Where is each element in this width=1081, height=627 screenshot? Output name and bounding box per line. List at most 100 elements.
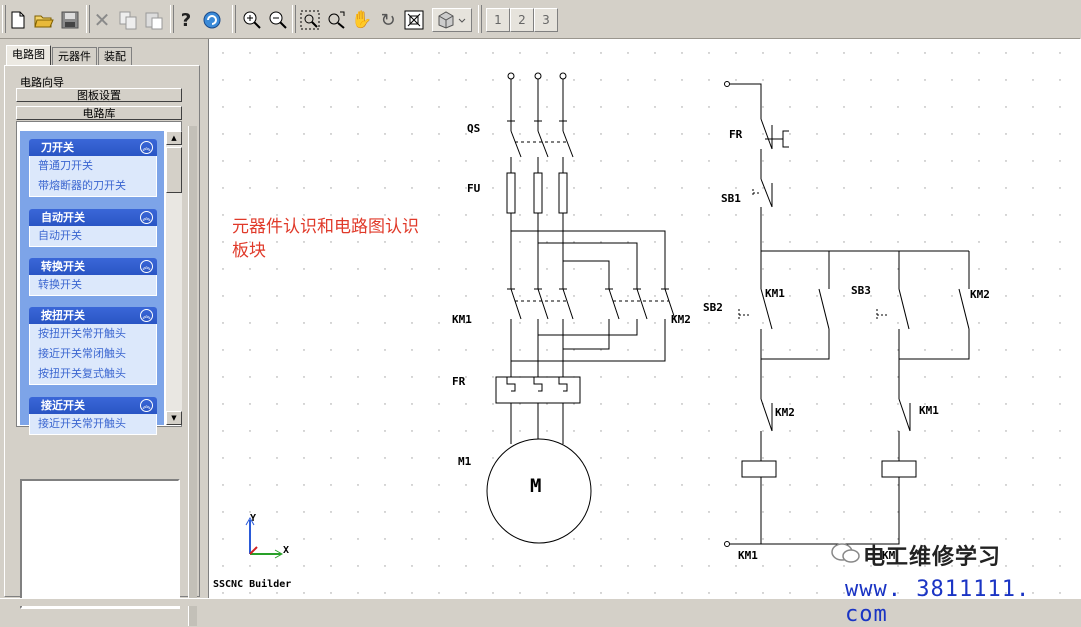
toolbar: ✕ ? ✋ ↻ 1 2 3 [0, 0, 1080, 39]
drawing-canvas[interactable]: QS FU KM1 KM2 FR M1 M FR SB1 SB2 KM1 SB3… [208, 39, 1081, 627]
builder-footer: SSCNC Builder [213, 579, 292, 590]
tab-assembly[interactable]: 装配 [98, 47, 132, 65]
collapse-icon[interactable]: ︽ [140, 211, 153, 224]
sb1-button [760, 178, 773, 208]
list-item[interactable]: 接近开关常闭触头 [38, 347, 126, 360]
annotation-line-2: 板块 [232, 241, 266, 261]
component-icon[interactable] [432, 8, 472, 32]
label-qs: QS [467, 122, 480, 135]
group-header[interactable]: 接近开关 ︽ [29, 397, 157, 414]
annotation-line-1: 元器件认识和电路图认识 [232, 217, 419, 237]
list-item[interactable]: 接近开关常开触头 [38, 417, 126, 430]
list-item[interactable]: 自动开关 [38, 229, 82, 242]
group-title: 自动开关 [41, 211, 85, 224]
copy-icon[interactable] [116, 8, 140, 32]
toolbar-grip [2, 5, 6, 33]
group-proximity-switch: 接近开关 ︽ 接近开关常开触头 [29, 397, 157, 435]
left-panel: 电路图 元器件 装配 电路向导 图板设置 电路库 刀开关 ︽ 普通刀开关 带熔断器… [0, 39, 205, 626]
toolbar-sep [170, 5, 174, 33]
zoom-out-icon[interactable] [266, 8, 290, 32]
help-icon[interactable]: ? [180, 9, 192, 31]
panel-scrollbar[interactable] [188, 126, 197, 626]
open-folder-icon[interactable] [32, 8, 56, 32]
pan-icon[interactable]: ✋ [351, 10, 373, 30]
label-km2-interlock: KM2 [775, 406, 795, 419]
scroll-thumb[interactable] [166, 147, 182, 193]
scroll-up-icon[interactable]: ▲ [166, 131, 182, 145]
group-auto-switch: 自动开关 ︽ 自动开关 [29, 209, 157, 247]
km2-hold-contact [958, 288, 970, 330]
annotation-text: 元器件认识和电路图认识 板块 [232, 215, 419, 263]
collapse-icon[interactable]: ︽ [140, 399, 153, 412]
library-list: 刀开关 ︽ 普通刀开关 带熔断器的刀开关 自动开关 ︽ 自动开关 转换开关 ︽ 转换开… [20, 131, 164, 435]
group-title: 刀开关 [41, 141, 74, 154]
group-title: 按扭开关 [41, 309, 85, 322]
group-header[interactable]: 自动开关 ︽ [29, 209, 157, 226]
panel-tabs: 电路图 元器件 装配 [6, 45, 133, 65]
board-settings-button[interactable]: 图板设置 [16, 88, 182, 102]
collapse-icon[interactable]: ︽ [140, 309, 153, 322]
zoom-in-icon[interactable] [240, 8, 264, 32]
label-km1-interlock: KM1 [919, 404, 939, 417]
zoom-fit-icon[interactable] [324, 8, 348, 32]
scroll-down-icon[interactable]: ▼ [166, 411, 182, 425]
list-item[interactable]: 转换开关 [38, 278, 82, 291]
qs-switch [510, 130, 574, 158]
group-knife-switch: 刀开关 ︽ 普通刀开关 带熔断器的刀开关 [29, 139, 157, 197]
page-1-button[interactable]: 1 [486, 8, 510, 32]
group-header[interactable]: 刀开关 ︽ [29, 139, 157, 156]
label-sb2: SB2 [703, 301, 723, 314]
paste-icon[interactable] [142, 8, 166, 32]
km1-hold-contact [818, 288, 830, 330]
axis-indicator: Y X [245, 513, 289, 559]
new-file-icon[interactable] [6, 8, 30, 32]
page-2-button[interactable]: 2 [510, 8, 534, 32]
save-icon[interactable] [58, 8, 82, 32]
label-motor: M [530, 475, 541, 497]
km1-interlock [898, 398, 911, 432]
list-item[interactable]: 普通刀开关 [38, 159, 93, 172]
library-scrollbar[interactable]: ▲ ▼ [166, 131, 182, 425]
list-item[interactable]: 按扭开关复式触头 [38, 367, 126, 380]
fit-window-icon[interactable] [402, 8, 426, 32]
delete-icon[interactable]: ✕ [93, 8, 111, 32]
group-title: 转换开关 [41, 260, 85, 273]
rotate-icon[interactable]: ↻ [380, 9, 396, 31]
circuit-wizard-label: 电路向导 [20, 76, 64, 89]
label-sb3: SB3 [851, 284, 871, 297]
toolbar-sep [478, 5, 482, 33]
label-km2-main: KM2 [671, 313, 691, 326]
group-header[interactable]: 转换开关 ︽ [29, 258, 157, 275]
terminal-l1 [507, 72, 515, 80]
group-header[interactable]: 按扭开关 ︽ [29, 307, 157, 324]
group-title: 接近开关 [41, 399, 85, 412]
collapse-icon[interactable]: ︽ [140, 141, 153, 154]
main-circuit [486, 72, 676, 544]
label-km1-hold: KM1 [765, 287, 785, 300]
label-fu: FU [467, 182, 481, 195]
label-fr-main: FR [452, 375, 466, 388]
list-item[interactable]: 按扭开关常开触头 [38, 327, 126, 340]
group-push-button: 按扭开关 ︽ 按扭开关常开触头 接近开关常闭触头 按扭开关复式触头 [29, 307, 157, 385]
terminal-top [724, 81, 730, 87]
label-km1-main: KM1 [452, 313, 472, 326]
km1-main-contacts [510, 288, 574, 320]
collapse-icon[interactable]: ︽ [140, 260, 153, 273]
refresh-icon[interactable] [200, 8, 224, 32]
wechat-logo [831, 543, 860, 563]
sb2-button [760, 288, 773, 330]
tab-components[interactable]: 元器件 [52, 47, 97, 65]
list-item[interactable]: 带熔断器的刀开关 [38, 179, 126, 192]
label-km1-coil: KM1 [738, 549, 758, 562]
toolbar-sep [232, 5, 236, 33]
tab-circuit[interactable]: 电路图 [6, 45, 51, 65]
watermark-url: www. 3811111. com [845, 577, 1031, 627]
page-3-button[interactable]: 3 [534, 8, 558, 32]
circuit-library-button[interactable]: 电路库 [16, 106, 182, 120]
zoom-area-icon[interactable] [298, 8, 322, 32]
terminal-l3 [559, 72, 567, 80]
motor-m1 [486, 438, 592, 544]
km1-coil [741, 460, 777, 478]
preview-box [20, 479, 180, 609]
label-km2-hold: KM2 [970, 288, 990, 301]
